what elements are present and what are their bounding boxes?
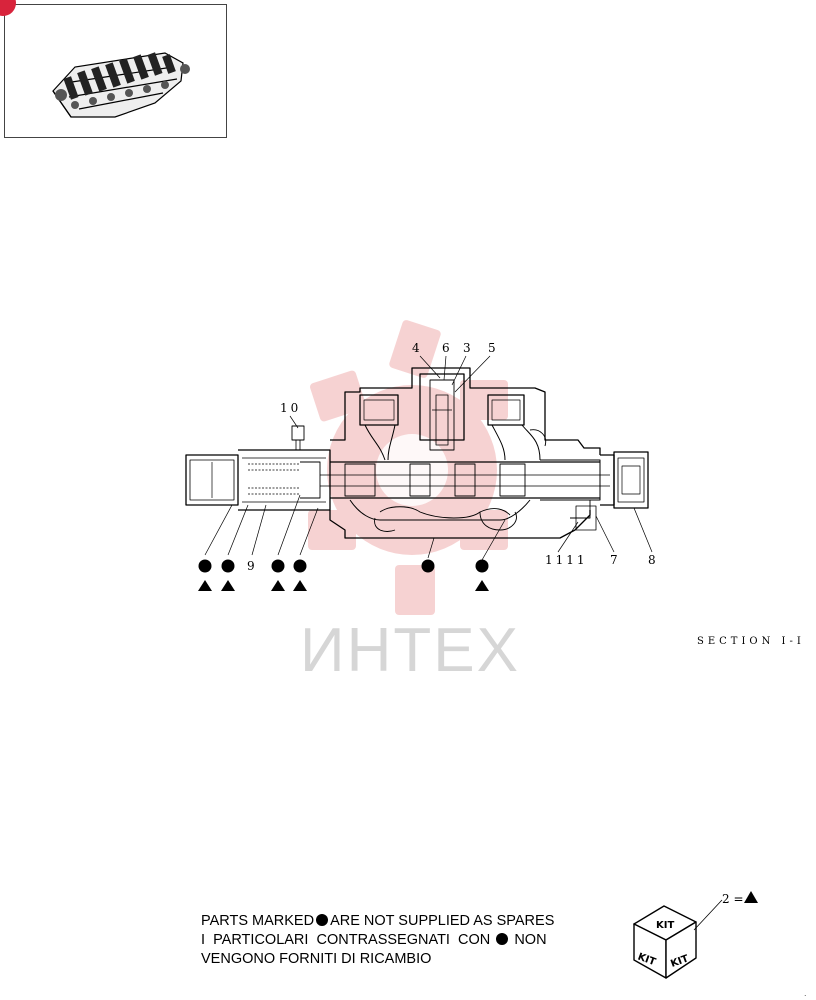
callout-6: 6 — [442, 341, 453, 355]
kit-marker — [221, 580, 235, 591]
kit-marker — [198, 580, 212, 591]
legend-line-3: VENGONO FORNITI DI RICAMBIO — [201, 951, 432, 967]
legend-line-2: I PARTICOLARI CONTRASSEGNATI CON NON — [201, 931, 554, 950]
kit-callout-label: 2 = — [722, 892, 744, 906]
kit-face-label-top: KIT — [656, 920, 674, 931]
kit-marker — [475, 580, 489, 591]
legend-line-1-end: ARE NOT SUPPLIED AS SPARES — [330, 913, 555, 929]
callout-7: 7 — [610, 553, 621, 567]
legend-line-2-end: NON — [514, 932, 547, 948]
not-supplied-marker — [293, 559, 307, 573]
callout-10: 10 — [280, 401, 302, 415]
page-marker-badge — [0, 0, 16, 16]
legend-line-1: PARTS MARKED ARE NOT SUPPLIED AS SPARES — [201, 912, 554, 931]
callout-3: 3 — [463, 341, 474, 355]
not-supplied-marker — [475, 559, 489, 573]
corner-mark: . — [804, 988, 807, 998]
callout-8: 8 — [648, 553, 659, 567]
valve-assembly-thumbnail — [52, 52, 190, 118]
kit-marker — [293, 580, 307, 591]
callout-11: 1111 — [545, 553, 588, 567]
not-supplied-marker — [221, 559, 235, 573]
kit-marker — [271, 580, 285, 591]
spares-legend: PARTS MARKED ARE NOT SUPPLIED AS SPARES I… — [201, 912, 554, 969]
watermark-gear-icon — [308, 320, 508, 615]
kit-cube-icon — [633, 905, 697, 979]
callout-4: 4 — [412, 341, 423, 355]
kit-triangle-icon — [744, 891, 758, 903]
callout-9: 9 — [247, 559, 258, 573]
bullet-icon — [316, 914, 329, 926]
not-supplied-marker — [198, 559, 212, 573]
bullet-icon — [496, 933, 509, 945]
not-supplied-marker — [271, 559, 285, 573]
section-label: SECTION I-I — [697, 636, 805, 647]
thumbnail-frame[interactable] — [4, 4, 227, 138]
legend-line-2-start: I PARTICOLARI CONTRASSEGNATI CON — [201, 932, 491, 948]
callout-5: 5 — [488, 341, 499, 355]
legend-line-1-start: PARTS MARKED — [201, 913, 315, 929]
not-supplied-marker — [421, 559, 435, 573]
watermark-text: ИНТЕХ — [300, 616, 520, 685]
